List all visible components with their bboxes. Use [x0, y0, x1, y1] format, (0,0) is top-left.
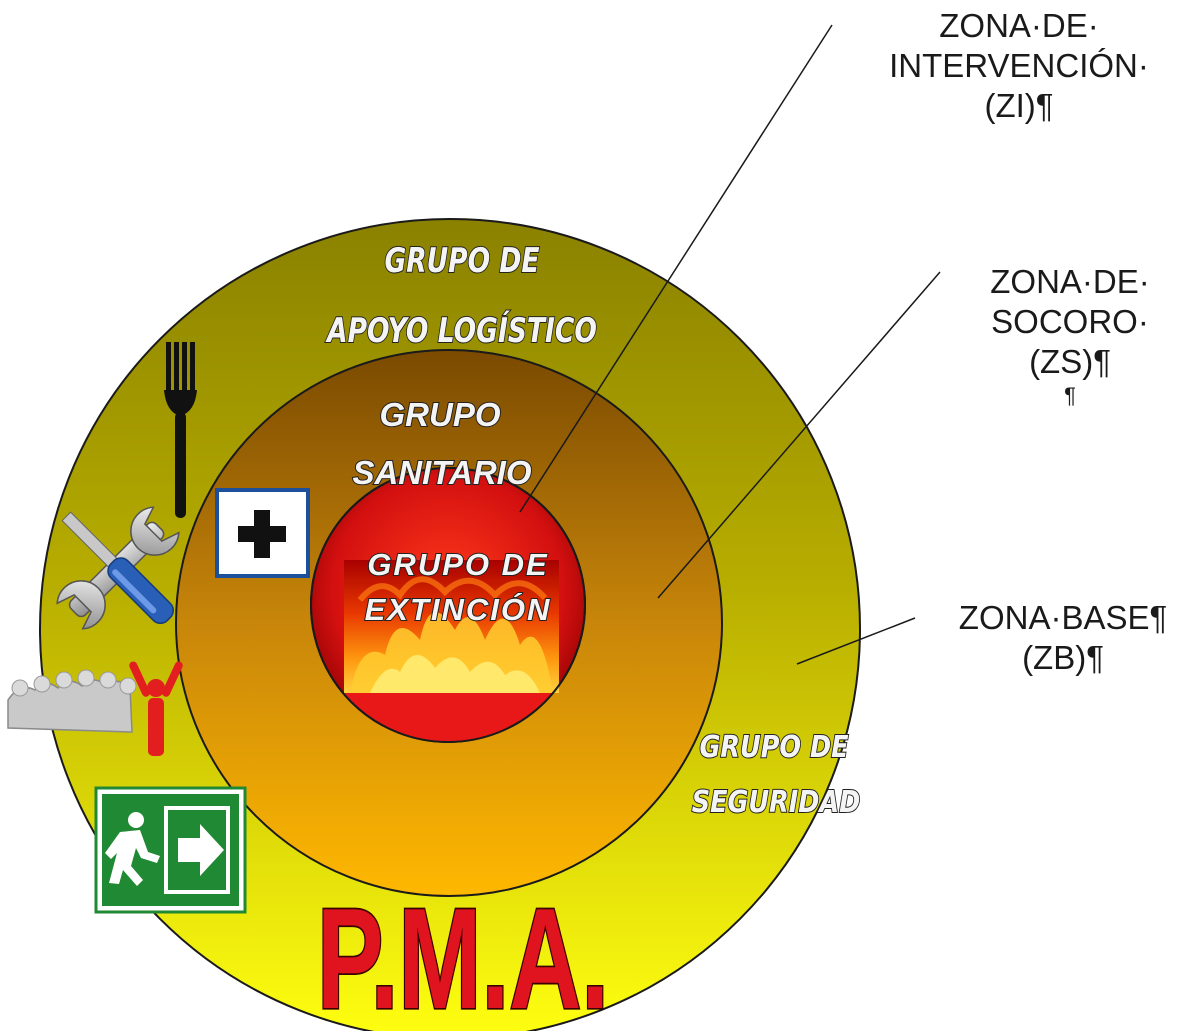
group-extincion-line2: EXTINCIÓN	[365, 592, 552, 627]
tools-icon	[56, 506, 180, 630]
inner-circle-outline	[310, 467, 586, 743]
group-sanitario-line1: GRUPO	[379, 396, 500, 433]
leader-line-zi	[519, 24, 833, 513]
crowd-icon	[7, 661, 183, 756]
zi-line3: (ZI)¶	[984, 87, 1054, 124]
zs-line2: SOCORO·	[991, 303, 1149, 340]
group-apoyo-logistico: GRUPO DE APOYO LOGÍSTICO	[324, 241, 597, 352]
pma-label: P.M.A.	[317, 879, 609, 1031]
group-seguridad-line1: GRUPO DE	[699, 729, 848, 765]
group-extincion-line1: GRUPO DE	[367, 547, 548, 582]
group-sanitario: GRUPO SANITARIO	[351, 395, 532, 492]
zona-intervencion-label: ZONA·DE· INTERVENCIÓN· (ZI)¶	[838, 6, 1200, 126]
zs-line3: (ZS)¶	[1029, 343, 1111, 380]
group-seguridad-line2: SEGURIDAD	[692, 784, 861, 820]
fork-icon	[164, 342, 197, 518]
leader-line-zs	[657, 271, 941, 599]
leader-line-zb	[796, 617, 916, 665]
zb-line2: (ZB)¶	[1022, 639, 1104, 676]
group-sanitario-line2: SANITARIO	[352, 454, 531, 491]
fire-icon	[344, 560, 559, 693]
emergency-exit-icon	[94, 786, 247, 914]
first-aid-icon	[215, 488, 310, 578]
zs-line1: ZONA·DE·	[990, 263, 1150, 300]
group-apoyo-line1: GRUPO DE	[384, 242, 539, 281]
zi-line2: INTERVENCIÓN·	[889, 47, 1149, 84]
zb-line1: ZONA·BASE¶	[958, 599, 1168, 636]
zs-line4: ¶	[1064, 383, 1076, 408]
red-person-icon	[129, 661, 183, 756]
group-apoyo-line2: APOYO LOGÍSTICO	[325, 311, 597, 351]
zona-socorro-label: ZONA·DE· SOCORO· (ZS)¶ ¶	[950, 262, 1190, 410]
group-seguridad: GRUPO DE SEGURIDAD	[691, 728, 861, 820]
group-extincion: GRUPO DE EXTINCIÓN	[364, 546, 552, 628]
zi-line1: ZONA·DE·	[939, 7, 1099, 44]
zona-base-label: ZONA·BASE¶ (ZB)¶	[932, 598, 1194, 678]
